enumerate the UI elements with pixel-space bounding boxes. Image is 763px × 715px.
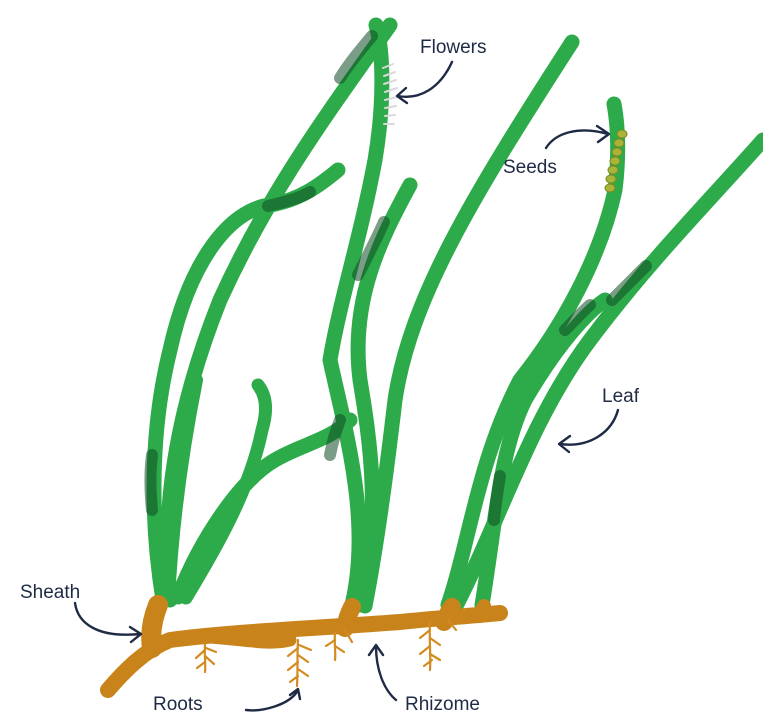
roots-arrow [246, 689, 300, 710]
leaf-label: Leaf [602, 386, 640, 407]
leaf-shadow [494, 476, 500, 520]
rhizome-label: Rhizome [405, 694, 480, 715]
seeds-arrow [546, 126, 609, 148]
seeds-label: Seeds [503, 157, 557, 178]
rhizome-arrow [369, 645, 396, 700]
flowers-label: Flowers [420, 37, 487, 58]
roots-label: Roots [153, 694, 203, 715]
flowers-arrow [397, 62, 452, 103]
sheath-label: Sheath [20, 582, 80, 603]
leaf-shadow [151, 455, 153, 510]
leaf [186, 385, 265, 598]
leaf-arrow [559, 410, 618, 452]
leaf [448, 104, 618, 605]
sheath-arrow [75, 603, 141, 642]
leaves [151, 25, 763, 606]
